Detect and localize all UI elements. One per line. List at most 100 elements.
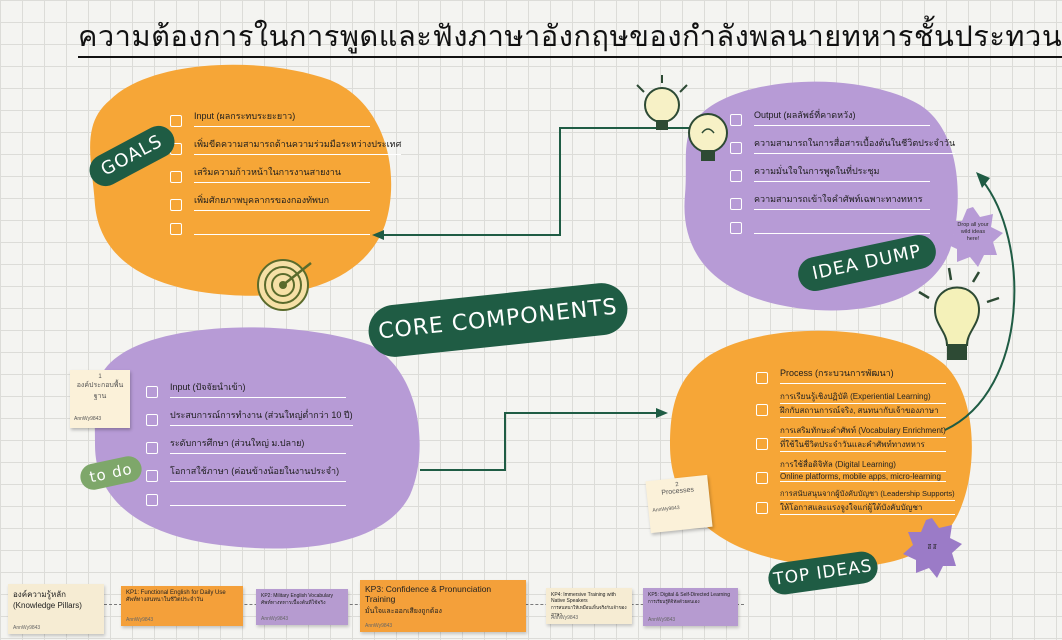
checkbox[interactable] (146, 414, 158, 426)
goals-list: Input (ผลกระทบระยะยาว) เพิ่มขีดความสามาร… (170, 109, 402, 245)
top-ideas-header[interactable]: Process (กระบวนการพัฒนา) (756, 366, 946, 384)
card-author: AnnWy9843 (648, 617, 676, 623)
card-title: KP2: Military English Vocabulary (261, 593, 333, 599)
page-title: ความต้องการในการพูดและฟังภาษาอังกฤษของกำ… (78, 18, 1062, 58)
card-author: AnnWy9843 (13, 625, 41, 631)
card-title: KP5: Digital & Self-Directed Learning (648, 592, 730, 598)
goals-item[interactable]: เพิ่มขีดความสามารถด้านความร่วมมือระหว่าง… (170, 137, 402, 155)
card-author: AnnWy9843 (126, 617, 154, 623)
idea-item[interactable]: ความมั่นใจในการพูดในที่ประชุม (730, 164, 930, 182)
goals-item[interactable]: เพิ่มศักยภาพบุคลากรของกองทัพบก (170, 193, 370, 211)
goals-blob (90, 64, 392, 296)
goals-item-text: เสริมความก้าวหน้าในการงานสายงาน (194, 165, 370, 183)
top-ideas-item: การสนับสนุนจากผู้บังคับบัญชา (Leadership… (780, 488, 955, 501)
idea-item-text: Output (ผลลัพธ์ที่คาดหวัง) (754, 108, 930, 126)
idea-item[interactable]: Output (ผลลัพธ์ที่คาดหวัง) (730, 108, 930, 126)
checkbox[interactable] (730, 114, 742, 126)
top-ideas-item: การเรียนรู้เชิงปฏิบัติ (Experiential Lea… (780, 390, 946, 404)
lightbulb-icon-1 (636, 75, 688, 130)
checkbox[interactable] (756, 438, 768, 450)
checkbox[interactable] (756, 472, 768, 484)
idea-item[interactable]: ความสามารถในการสื่อสารเบื้องต้นในชีวิตปร… (730, 136, 956, 154)
checkbox[interactable] (146, 442, 158, 454)
checkbox[interactable] (756, 404, 768, 416)
card-title: องค์ความรู้หลัก (Knowledge Pillars) (13, 590, 82, 610)
checkbox[interactable] (730, 222, 742, 234)
todo-item-text: Input (ปัจจัยนำเข้า) (170, 380, 346, 398)
sticky-by: AnnWy9843 (74, 416, 102, 422)
card-title: KP3: Confidence & Pronunciation Training (365, 584, 492, 604)
checkbox[interactable] (146, 470, 158, 482)
top-ideas-item: การเสริมทักษะคำศัพท์ (Vocabulary Enrichm… (780, 424, 946, 438)
checkbox[interactable] (730, 198, 742, 210)
idea-item[interactable]: ความสามารถเข้าใจคำศัพท์เฉพาะทางทหาร (730, 192, 930, 210)
checkbox[interactable] (146, 386, 158, 398)
card-sub: การเรียนรู้ดิจิทัลด้วยตนเอง (648, 599, 700, 604)
checkbox[interactable] (730, 170, 742, 182)
checkbox[interactable] (756, 502, 768, 514)
sticker-starburst-top (944, 207, 1003, 267)
top-ideas-star-text: ฮึ ฮึ (927, 545, 937, 551)
todo-blob (94, 327, 420, 549)
top-ideas-group-4[interactable]: การสนับสนุนจากผู้บังคับบัญชา (Leadership… (756, 488, 955, 515)
checkbox[interactable] (730, 142, 742, 154)
idea-item-text: ความมั่นใจในการพูดในที่ประชุม (754, 164, 930, 182)
goals-item-text (194, 221, 370, 235)
card-author: AnnWy9843 (261, 616, 289, 622)
todo-item[interactable]: Input (ปัจจัยนำเข้า) (146, 380, 346, 398)
goals-item-text: Input (ผลกระทบระยะยาว) (194, 109, 370, 127)
goals-item[interactable] (170, 221, 370, 235)
lightbulb-icon-3 (918, 267, 1000, 360)
todo-item-text: ระดับการศึกษา (ส่วนใหญ่ ม.ปลาย) (170, 436, 346, 454)
arrow-todo-to-top (420, 412, 660, 471)
arrowhead-goals (372, 230, 384, 240)
card-sub: มั่นใจและออกเสียงถูกต้อง (365, 608, 442, 615)
card-author: AnnWy9843 (551, 615, 579, 621)
top-ideas-list: Process (กระบวนการพัฒนา) การเรียนรู้เชิง… (756, 366, 955, 515)
goals-item[interactable]: Input (ผลกระทบระยะยาว) (170, 109, 370, 127)
top-ideas-group-1[interactable]: การเรียนรู้เชิงปฏิบัติ (Experiential Lea… (756, 390, 946, 424)
idea-item-text: ความสามารถในการสื่อสารเบื้องต้นในชีวิตปร… (754, 136, 956, 154)
top-ideas-group-2[interactable]: การเสริมทักษะคำศัพท์ (Vocabulary Enrichm… (756, 424, 946, 458)
checkbox[interactable] (170, 171, 182, 183)
sticker-starburst-bottom (903, 518, 962, 578)
diagram-shapes (90, 64, 1016, 578)
sticky-num: 1 (98, 374, 102, 380)
goals-item[interactable]: เสริมความก้าวหน้าในการงานสายงาน (170, 165, 370, 183)
arrow-top-to-idea (944, 179, 1016, 431)
target-icon (257, 259, 312, 311)
top-ideas-header-text: Process (กระบวนการพัฒนา) (780, 366, 946, 384)
arrowhead-top (656, 408, 668, 418)
bottom-card-kp3[interactable]: KP3: Confidence & Pronunciation Training… (360, 580, 526, 632)
idea-item[interactable] (730, 220, 930, 234)
top-ideas-item: Online platforms, mobile apps, micro-lea… (780, 472, 946, 482)
idea-item-text (754, 220, 930, 234)
card-title: KP1: Functional English for Daily Use (126, 590, 226, 596)
bottom-card-pillars[interactable]: องค์ความรู้หลัก (Knowledge Pillars) AnnW… (8, 584, 104, 634)
checkbox[interactable] (170, 223, 182, 235)
checkbox[interactable] (756, 372, 768, 384)
checkbox[interactable] (170, 115, 182, 127)
top-ideas-sticky-note[interactable]: 2 Processes AnnWy9843 (645, 474, 713, 534)
bottom-card-kp1[interactable]: KP1: Functional English for Daily Use ศั… (121, 586, 243, 626)
todo-item[interactable]: ระดับการศึกษา (ส่วนใหญ่ ม.ปลาย) (146, 436, 346, 454)
top-ideas-item: ฝึกกับสถานการณ์จริง, สนทนากับเจ้าของภาษา (780, 404, 946, 418)
bottom-card-kp4[interactable]: KP4: Immersive Training with Native Spea… (546, 588, 632, 624)
sticky-text: องค์ประกอบพื้นฐาน (76, 382, 124, 400)
todo-list: Input (ปัจจัยนำเข้า) ประสบการณ์การทำงาน … (146, 380, 353, 516)
top-ideas-group-3[interactable]: การใช้สื่อดิจิทัล (Digital Learning) Onl… (756, 458, 946, 488)
card-author: AnnWy9843 (365, 623, 393, 629)
top-ideas-item: ที่ใช้ในชีวิตประจำวันและคำศัพท์ทางทหาร (780, 438, 946, 452)
todo-item[interactable]: ประสบการณ์การทำงาน (ส่วนใหญ่ต่ำกว่า 10 ป… (146, 408, 353, 426)
top-ideas-blob (670, 330, 972, 568)
todo-sticky-note[interactable]: 1 องค์ประกอบพื้นฐาน AnnWy9843 (70, 370, 130, 428)
todo-item-text: โอกาสใช้ภาษา (ค่อนข้างน้อยในงานประจำ) (170, 464, 346, 482)
todo-item-text (170, 492, 346, 506)
checkbox[interactable] (146, 494, 158, 506)
card-sub: ศัพท์ทางสนทนาในชีวิตประจำวัน (126, 597, 204, 603)
todo-item[interactable]: โอกาสใช้ภาษา (ค่อนข้างน้อยในงานประจำ) (146, 464, 346, 482)
todo-item[interactable] (146, 492, 346, 506)
bottom-card-kp2[interactable]: KP2: Military English Vocabulary ศัพท์ทา… (256, 589, 348, 625)
checkbox[interactable] (170, 199, 182, 211)
bottom-card-kp5[interactable]: KP5: Digital & Self-Directed Learning กา… (643, 588, 738, 626)
